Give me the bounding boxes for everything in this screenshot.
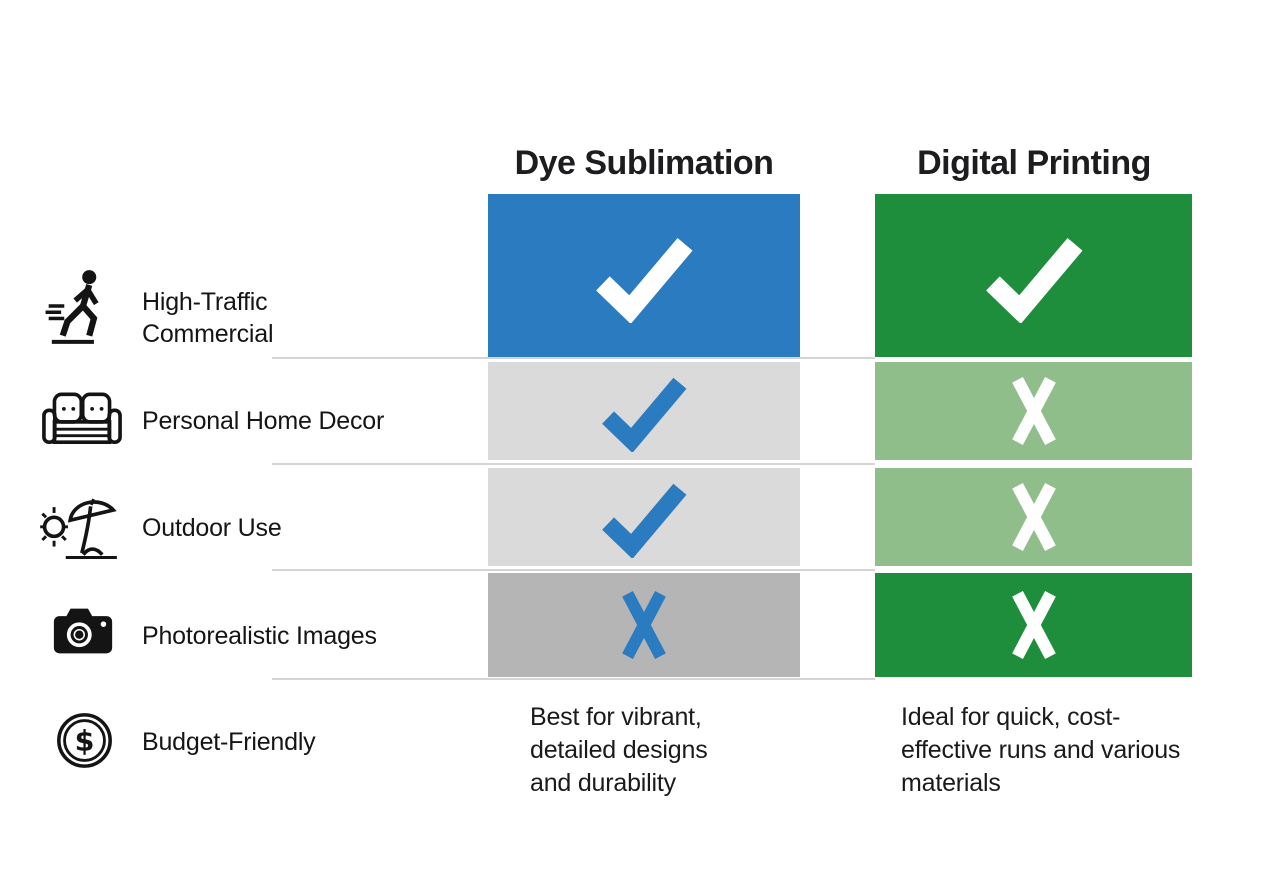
cell-digital-outdoor-use <box>875 468 1192 566</box>
cross-icon <box>622 590 666 660</box>
row-label-outdoor-use: Outdoor Use <box>142 514 282 542</box>
sofa-icon <box>42 390 122 448</box>
cell-dye-outdoor-use <box>488 468 800 566</box>
row-divider <box>272 678 875 680</box>
cell-dye-high-traffic <box>488 194 800 357</box>
column-header-digital-printing: Digital Printing <box>917 144 1151 182</box>
cross-icon <box>1011 376 1056 446</box>
camera-icon <box>52 605 114 657</box>
row-divider <box>272 357 875 359</box>
row-divider <box>272 569 875 571</box>
row-label-budget-friendly: Budget-Friendly <box>142 728 316 756</box>
cell-dye-home-decor <box>488 362 800 460</box>
row-label-photorealistic-images: Photorealistic Images <box>142 622 377 650</box>
cell-digital-home-decor <box>875 362 1192 460</box>
svg-text:$: $ <box>75 724 95 757</box>
check-icon <box>596 237 693 323</box>
cell-digital-high-traffic <box>875 194 1192 357</box>
column-header-dye-sublimation: Dye Sublimation <box>514 144 774 182</box>
check-icon <box>602 377 687 452</box>
row-divider <box>272 463 875 465</box>
cell-digital-photorealistic <box>875 573 1192 677</box>
beach-umbrella-sun-icon <box>38 490 122 560</box>
cell-dye-photorealistic <box>488 573 800 677</box>
walking-person-icon <box>44 264 122 348</box>
row-label-high-traffic-commercial: High-Traffic Commercial <box>142 288 274 348</box>
cross-icon <box>1011 482 1056 552</box>
check-icon <box>985 237 1083 323</box>
dollar-coin-icon: $ <box>56 712 113 769</box>
check-icon <box>602 483 687 558</box>
row-label-personal-home-decor: Personal Home Decor <box>142 407 385 435</box>
dye-summary-text: Best for vibrant, detailed designs and d… <box>530 703 708 797</box>
digital-summary-text: Ideal for quick, cost-effective runs and… <box>901 703 1181 797</box>
cross-icon <box>1011 590 1056 660</box>
